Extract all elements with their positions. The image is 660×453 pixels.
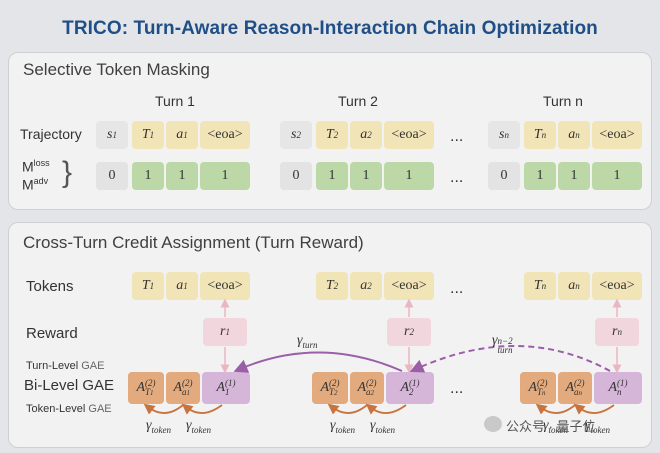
mask-one: 1 (384, 162, 434, 190)
token-advantage-box: A(2)a1 (166, 372, 200, 404)
mask-one: 1 (316, 162, 348, 190)
eoa-token: <eoa> (592, 121, 642, 149)
panel-title: Selective Token Masking (23, 60, 210, 79)
mask-zero: 0 (96, 162, 128, 190)
token-gae-arrow (535, 403, 576, 415)
turn-n-label: Turn n (543, 93, 583, 109)
eoa-token: <eoa> (384, 272, 434, 300)
mask-one: 1 (166, 162, 198, 190)
turn-advantage-box: A(1)2 (386, 372, 434, 404)
trajectory-label: Trajectory (20, 126, 82, 142)
token-advantage-box: A(2)a2 (350, 372, 384, 404)
reward-label: Reward (26, 325, 78, 342)
brace-icon: } (62, 156, 73, 189)
gamma-token-label: γtoken (330, 418, 356, 435)
token-gae-arrow (327, 403, 368, 415)
gamma-turn-label: γturn (297, 333, 318, 350)
mask-one: 1 (200, 162, 250, 190)
wechat-icon (484, 416, 502, 432)
tokens-label: Tokens (26, 278, 74, 295)
mloss-label: Mloss (22, 158, 50, 175)
mask-one: 1 (350, 162, 382, 190)
token-advantage-box: A(2)T2 (312, 372, 348, 404)
turn-gae-arrow (233, 351, 403, 373)
turn-2-label: Turn 2 (338, 93, 378, 109)
eoa-token: <eoa> (592, 272, 642, 300)
gamma-token-label: γtoken (370, 418, 396, 435)
bilevel-gae-label: Bi-Level GAE (24, 377, 115, 394)
mask-one: 1 (558, 162, 590, 190)
gamma-token-label: γtoken (186, 418, 212, 435)
token-gae-arrow (573, 403, 615, 415)
mask-one: 1 (132, 162, 164, 190)
turn-advantage-box: A(1)n (594, 372, 642, 404)
token-advantage-box: A(2)T1 (128, 372, 164, 404)
ellipsis: ... (450, 128, 464, 145)
mask-zero: 0 (280, 162, 312, 190)
mask-zero: 0 (488, 162, 520, 190)
diagram-title: TRICO: Turn-Aware Reason-Interaction Cha… (62, 18, 598, 39)
token-advantage-box: A(2)an (558, 372, 592, 404)
gamma-token-label: γtoken (585, 418, 611, 435)
ellipsis: ... (450, 380, 464, 397)
gamma-token-label: γtoken (543, 418, 569, 435)
token-advantage-box: A(2)Tn (520, 372, 556, 404)
eoa-token: <eoa> (200, 272, 250, 300)
watermark-text: 公众号 · 量子位 (506, 419, 596, 434)
madv-label: Madv (22, 176, 49, 193)
ellipsis: ... (450, 280, 464, 297)
mask-one: 1 (592, 162, 642, 190)
ellipsis: ... (450, 169, 464, 186)
token-gae-arrow (181, 403, 223, 415)
token-gae-arrow (365, 403, 407, 415)
gamma-token-label: γtoken (146, 418, 172, 435)
token-gae-arrow (143, 403, 184, 415)
eoa-token: <eoa> (384, 121, 434, 149)
turn-level-gae-label: Turn-Level GAE (26, 360, 105, 372)
eoa-token: <eoa> (200, 121, 250, 149)
turn-1-label: Turn 1 (155, 93, 195, 109)
turn-gae-arrow (409, 345, 611, 373)
turn-advantage-box: A(1)1 (202, 372, 250, 404)
panel-title: Cross-Turn Credit Assignment (Turn Rewar… (23, 233, 364, 252)
token-level-gae-label: Token-Level GAE (26, 403, 112, 415)
mask-one: 1 (524, 162, 556, 190)
